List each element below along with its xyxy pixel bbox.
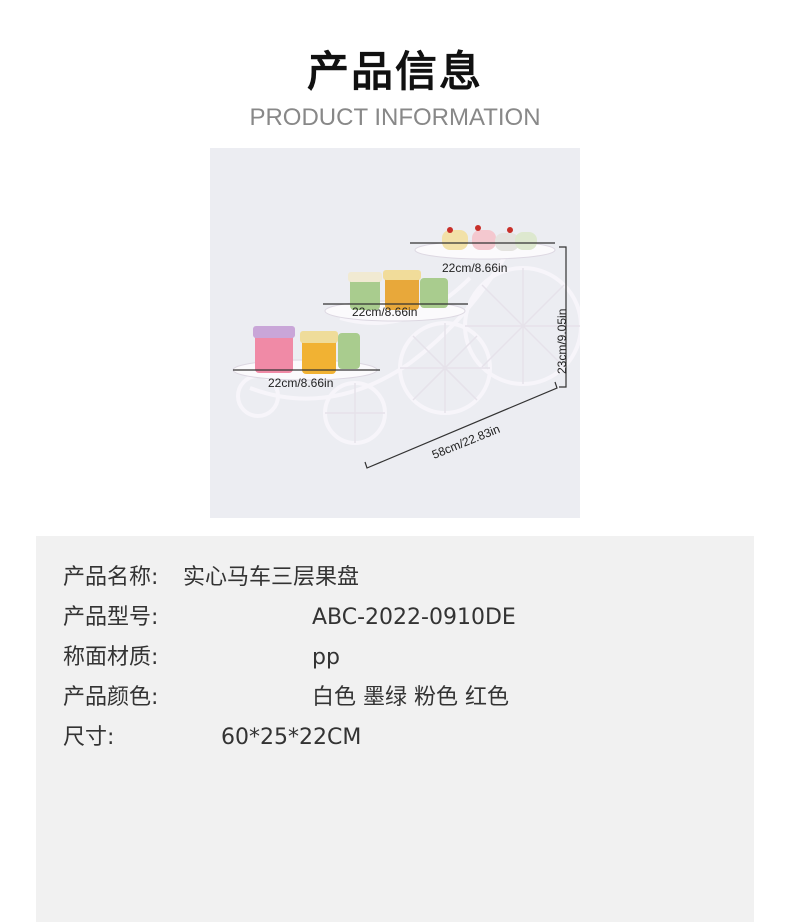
carriage-fruit-stand-illustration: 22cm/8.66in 22cm/8.66in 22cm/8.66in 23cm… <box>232 225 580 469</box>
spec-value: pp <box>312 645 340 670</box>
spec-row-color: 产品颜色: 白色 墨绿 粉色 红色 <box>63 683 509 713</box>
spec-panel: 产品名称: 实心马车三层果盘 产品型号: ABC-2022-0910DE 称面材… <box>36 536 754 922</box>
length-dimension: 58cm/22.83in <box>430 422 502 462</box>
spec-row-name: 产品名称: 实心马车三层果盘 <box>63 563 359 593</box>
spec-row-material: 称面材质: pp <box>63 643 340 673</box>
page-subtitle: PRODUCT INFORMATION <box>249 104 541 131</box>
spec-value: 实心马车三层果盘 <box>183 565 360 590</box>
height-dimension-line <box>559 246 567 388</box>
spec-label: 称面材质: <box>63 645 159 670</box>
page-title: 产品信息 <box>306 47 483 96</box>
spec-label: 产品名称: <box>63 565 159 590</box>
spec-row-size: 尺寸: 60*25*22CM <box>63 723 361 753</box>
middle-tier-dimension: 22cm/8.66in <box>352 305 417 319</box>
spec-row-model: 产品型号: ABC-2022-0910DE <box>63 603 516 633</box>
product-image: 22cm/8.66in 22cm/8.66in 22cm/8.66in 23cm… <box>210 148 580 518</box>
spec-value: ABC-2022-0910DE <box>312 605 516 630</box>
bottom-tier-dimension: 22cm/8.66in <box>268 376 333 390</box>
length-dimension-line <box>364 381 558 469</box>
spec-value: 60*25*22CM <box>221 725 362 750</box>
top-tier-dimension: 22cm/8.66in <box>442 261 507 275</box>
spec-value: 白色 墨绿 粉色 红色 <box>312 685 509 710</box>
spec-label: 产品型号: <box>63 605 159 630</box>
height-dimension: 23cm/9.05in <box>555 309 569 374</box>
spec-label: 产品颜色: <box>63 685 159 710</box>
spec-label: 尺寸: <box>63 725 115 750</box>
